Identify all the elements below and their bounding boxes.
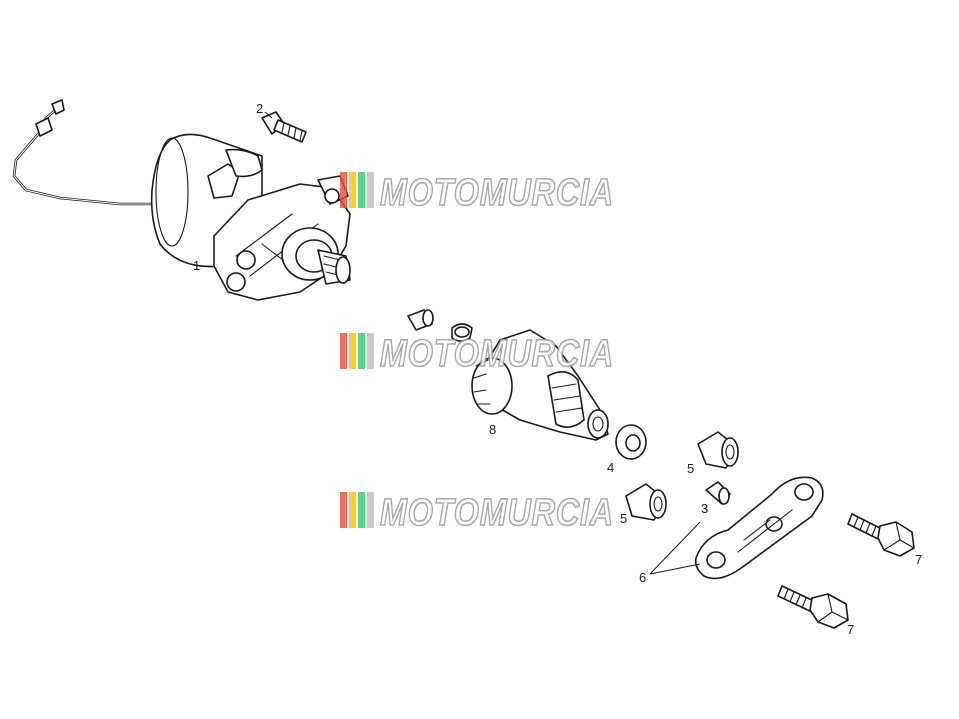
callout-5-lower: 5 (620, 511, 627, 526)
starter-drive-gear-part (471, 329, 609, 441)
callout-3: 3 (701, 501, 708, 516)
spacer-lower-part (625, 483, 667, 521)
starter-motor-part (12, 99, 351, 301)
callout-4: 4 (607, 460, 614, 475)
washer-part (615, 424, 647, 460)
callout-1: 1 (193, 258, 200, 273)
watermark-middle: MOTOMURCIA (340, 332, 614, 376)
watermark-text: MOTOMURCIA (380, 172, 614, 214)
callout-8: 8 (489, 422, 496, 437)
watermark-text: MOTOMURCIA (380, 333, 614, 375)
watermark-text: MOTOMURCIA (380, 492, 614, 534)
callout-7-upper: 7 (915, 552, 922, 567)
watermark-bottom: MOTOMURCIA (340, 491, 614, 535)
callout-6: 6 (639, 570, 646, 585)
callout-labels: 1 2 3 4 5 5 6 7 7 8 (193, 101, 922, 637)
flange-bolt-upper-part (847, 513, 915, 557)
mounting-bolt-part (261, 111, 307, 143)
watermark-top: MOTOMURCIA (340, 171, 614, 215)
callout-7-lower: 7 (847, 622, 854, 637)
callout-5-upper: 5 (687, 461, 694, 476)
flange-bolt-lower-part (777, 585, 849, 629)
spacer-upper-part (697, 431, 739, 469)
callout-2: 2 (256, 101, 263, 116)
small-bushing-part (407, 309, 473, 342)
pin-part (705, 481, 731, 505)
cover-plate-part (694, 476, 824, 580)
leader-lines (264, 111, 701, 575)
